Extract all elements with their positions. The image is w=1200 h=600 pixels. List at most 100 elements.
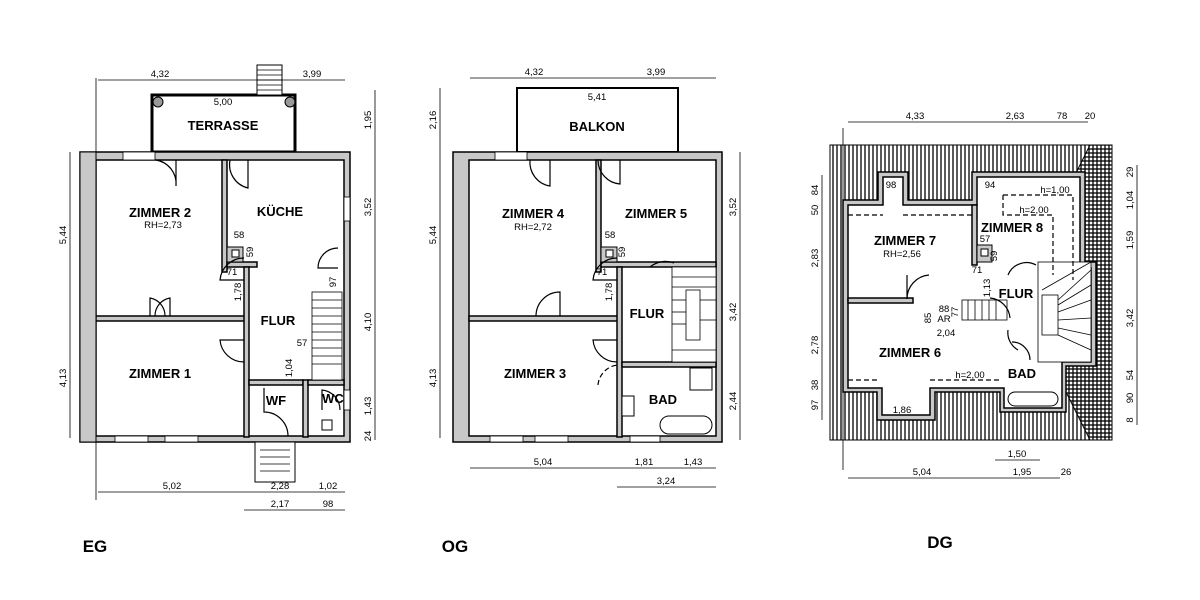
dimension-label-dg-h100: h=1,00 <box>1040 185 1069 196</box>
plan-og <box>439 77 741 488</box>
dimension-label-dg-r90: 90 <box>1125 393 1136 404</box>
dimension-label-dg-r104: 1,04 <box>1125 191 1136 210</box>
room-label-og-balkon: BALKON <box>569 119 625 134</box>
room-label-eg-wf: WF <box>266 393 286 408</box>
stairs-eg <box>311 291 343 381</box>
dimension-label-dg-h200b: h=2,00 <box>955 370 984 381</box>
dimension-label-og-bot1: 5,04 <box>534 457 553 468</box>
floor-title-og-title: OG <box>442 537 468 556</box>
dimension-label-og-bot2: 1,81 <box>635 457 654 468</box>
dimension-label-eg-bot3: 1,02 <box>319 481 338 492</box>
dimension-label-dg-d186: 1,86 <box>893 405 912 416</box>
balcony-outline <box>516 87 679 153</box>
doors-dg <box>906 262 1037 361</box>
dimension-label-eg-d104: 1,04 <box>284 359 295 378</box>
dimension-label-eg-terr: 5,00 <box>214 97 233 108</box>
dimension-label-dg-r54: 54 <box>1125 370 1136 381</box>
room-label-og-bad: BAD <box>649 392 677 407</box>
plan-dg <box>821 121 1138 479</box>
dimension-label-eg-chim1: 58 <box>234 230 245 241</box>
dimension-label-dg-d85: 85 <box>923 313 934 324</box>
room-label-og-zimmer3: ZIMMER 3 <box>504 366 566 381</box>
dimension-label-dg-r8: 8 <box>1125 417 1136 422</box>
dimension-label-og-top1: 4,32 <box>525 67 544 78</box>
room-label-eg-kueche: KÜCHE <box>257 204 304 219</box>
dimension-label-dg-d94: 94 <box>985 180 996 191</box>
dimension-label-eg-right3: 1,43 <box>363 397 374 416</box>
room-label-eg-wc: WC <box>322 391 344 406</box>
dimension-label-eg-d97: 97 <box>328 277 339 288</box>
dimension-label-dg-bot3: 26 <box>1061 467 1072 478</box>
toilet-icon <box>321 419 333 431</box>
dimension-label-og-d71: 71 <box>597 267 608 278</box>
dimension-lines-eg <box>69 78 376 511</box>
dimension-label-eg-top2: 3,99 <box>303 69 322 80</box>
dimension-label-eg-top1: 4,32 <box>151 69 170 80</box>
room-label-og-zimmer5: ZIMMER 5 <box>625 206 687 221</box>
dimension-label-dg-top4: 20 <box>1085 111 1096 122</box>
dimension-label-dg-top3: 78 <box>1057 111 1068 122</box>
dimension-label-eg-d71: 71 <box>227 267 238 278</box>
dimension-label-og-right3: 2,44 <box>728 392 739 411</box>
dimension-label-og-right1: 3,52 <box>728 198 739 217</box>
dimension-label-dg-r342: 3,42 <box>1125 309 1136 328</box>
dimension-label-dg-d204: 2,04 <box>937 328 956 339</box>
dimension-label-dg-ar: AR <box>937 314 950 325</box>
stairs-og <box>671 266 717 363</box>
room-label-eg-flur: FLUR <box>261 313 296 328</box>
dimension-label-eg-right1: 3,52 <box>363 198 374 217</box>
dimension-label-og-bot3: 1,43 <box>684 457 703 468</box>
dimension-label-dg-l84: 84 <box>810 185 821 196</box>
dimension-label-eg-right4: 24 <box>363 431 374 442</box>
dimension-label-dg-d71: 71 <box>972 265 983 276</box>
dimension-label-dg-d88: 88 <box>939 304 950 315</box>
dimension-label-dg-h200a: h=2,00 <box>1019 205 1048 216</box>
dimension-label-eg-right2: 4,10 <box>363 313 374 332</box>
dimension-label-eg-left2: 4,13 <box>58 369 69 388</box>
floor-title-eg-title: EG <box>83 537 108 556</box>
entrance-stairs <box>254 441 296 483</box>
sink-icon <box>621 395 635 417</box>
floor-title-dg-title: DG <box>927 533 953 552</box>
dimension-label-dg-l278: 2,78 <box>810 336 821 355</box>
dimension-label-og-bot4: 3,24 <box>657 476 676 487</box>
dimension-label-eg-d57: 57 <box>297 338 308 349</box>
dimension-label-dg-l97: 97 <box>810 400 821 411</box>
dimension-label-dg-l38: 38 <box>810 380 821 391</box>
dimension-label-eg-zimmer2_rh: RH=2,73 <box>144 220 182 231</box>
room-label-dg-bad: BAD <box>1008 366 1036 381</box>
dimension-label-dg-top2: 2,63 <box>1006 111 1025 122</box>
dimension-lines-dg <box>821 121 1138 479</box>
dimension-label-dg-r159: 1,59 <box>1125 231 1136 250</box>
shower-icon <box>689 367 713 391</box>
dimension-label-eg-bot5: 98 <box>323 499 334 510</box>
height-lines-dg <box>848 194 1074 381</box>
room-label-eg-zimmer2: ZIMMER 2 <box>129 205 191 220</box>
dimension-label-dg-l283: 2,83 <box>810 249 821 268</box>
dimension-label-dg-l50: 50 <box>810 205 821 216</box>
dimension-label-eg-bot1: 5,02 <box>163 481 182 492</box>
dimension-label-eg-left1: 5,44 <box>58 226 69 245</box>
room-label-dg-zimmer6: ZIMMER 6 <box>879 345 941 360</box>
dimension-label-og-right2: 3,42 <box>728 303 739 322</box>
plan-labels: EG OG DG TERRASSE ZIMMER 2RH=2,73 KÜCHE ZIMMER… <box>58 67 1136 556</box>
column-icon <box>152 96 164 108</box>
dimension-label-dg-d113: 1,13 <box>982 279 993 298</box>
dimension-label-eg-right0: 1,95 <box>363 111 374 130</box>
room-label-dg-zimmer7: ZIMMER 7 <box>874 233 936 248</box>
room-label-og-zimmer4: ZIMMER 4 <box>502 206 565 221</box>
room-label-eg-terrasse: TERRASSE <box>188 118 259 133</box>
dimension-label-dg-top1: 4,33 <box>906 111 925 122</box>
attic-stairs <box>961 299 1008 321</box>
dimension-label-og-left1: 5,44 <box>428 226 439 245</box>
dimension-label-dg-d98: 98 <box>886 180 897 191</box>
dimension-label-og-d178: 1,78 <box>604 283 615 302</box>
dimension-label-dg-d59: 59 <box>989 251 1000 262</box>
dimension-label-og-top2: 3,99 <box>647 67 666 78</box>
dimension-label-eg-chim2: 59 <box>245 247 256 258</box>
dimension-label-dg-d77: 77 <box>950 307 961 318</box>
dimension-label-og-zimmer4_rh: RH=2,72 <box>514 222 552 233</box>
stairs-dg <box>1037 261 1092 363</box>
room-label-eg-zimmer1: ZIMMER 1 <box>129 366 191 381</box>
